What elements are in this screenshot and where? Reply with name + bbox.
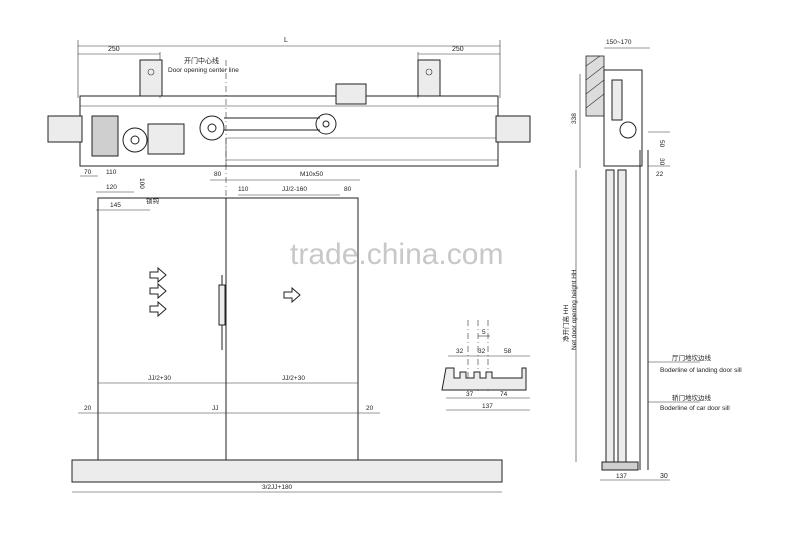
side-dim-top: 150~170 (606, 39, 632, 46)
dim-jj-half-minus: JJ/2-160 (282, 186, 307, 193)
side-height-en: Net door opening height HH (571, 269, 578, 350)
dim-bottom: 3/2JJ+180 (262, 484, 293, 491)
door-sill (71, 459, 503, 483)
arrow-right-1 (149, 266, 167, 284)
detail-dim-32b: 32 (478, 348, 486, 355)
side-pulley (619, 121, 637, 139)
dim-120: 120 (106, 184, 117, 191)
detail-dim-32a: 32 (456, 348, 464, 355)
dim-110-left: 110 (106, 169, 117, 176)
dim-110-mid: 110 (238, 186, 249, 193)
side-dim-50: 50 (658, 140, 665, 148)
arrow-right-4 (283, 286, 301, 304)
side-door-panel-2 (617, 169, 627, 465)
dim-100: 100 (138, 178, 145, 189)
side-dim-22: 22 (656, 171, 664, 178)
dim-20-left: 20 (84, 405, 92, 412)
top-bracket-right (417, 59, 441, 97)
drive-plate (147, 123, 185, 155)
dim-70: 70 (84, 169, 92, 176)
side-bracket (611, 79, 623, 121)
lock-mechanism (91, 115, 119, 157)
end-bracket-left (47, 115, 83, 143)
dim-20-right: 20 (366, 405, 374, 412)
door-panel-left (97, 197, 227, 461)
pulley-center (199, 115, 225, 141)
landing-sill-en: Boderline of landing door sill (660, 367, 742, 374)
side-sill (601, 461, 639, 471)
sill-detail: 5 32 32 58 37 74 137 (441, 320, 530, 411)
end-bracket-right (495, 115, 531, 143)
car-sill-en: Boderline of car door sill (660, 405, 730, 412)
part-label: 锁钩 (146, 196, 160, 205)
side-door-panel-1 (605, 169, 615, 465)
side-view: 150~170 338 50 30 22 净开门高 HH Net door op… (561, 39, 742, 481)
dim-80a: 80 (214, 171, 222, 178)
dim-jj: JJ (212, 405, 219, 412)
detail-dim-58: 58 (504, 348, 512, 355)
dim-jj-half-right: JJ/2+30 (282, 375, 305, 382)
door-rod (218, 284, 226, 326)
sill-profile (441, 367, 527, 391)
arrow-right-2 (149, 282, 167, 300)
dim-L: L (284, 37, 288, 44)
top-bracket-left (139, 59, 163, 97)
side-dim-30a: 30 (658, 158, 665, 166)
pulley-left (122, 127, 148, 153)
pulley-right (315, 113, 337, 135)
dim-145: 145 (110, 202, 121, 209)
motor-bracket (335, 83, 367, 105)
detail-dim-37: 37 (466, 391, 474, 398)
dim-250-left: 250 (108, 46, 120, 53)
wall-hatch (585, 55, 605, 117)
watermark: trade.china.com (290, 238, 503, 271)
car-sill-cn: 轿门地坎边线 (672, 393, 712, 402)
front-view: L 250 250 开门中心线 Door opening center line (47, 37, 531, 493)
dim-jj-half-left: JJ/2+30 (148, 375, 171, 382)
side-header (603, 69, 643, 167)
side-dim-338: 338 (571, 113, 578, 124)
dim-250-right: 250 (452, 46, 464, 53)
arrow-right-3 (149, 300, 167, 318)
dim-m10: M10x50 (300, 171, 324, 178)
side-bottom-30: 30 (660, 473, 668, 480)
side-bottom-137: 137 (616, 473, 627, 480)
detail-dim-5: 5 (482, 329, 486, 336)
landing-sill-cn: 厅门地坎边线 (672, 353, 712, 362)
center-line-cn: 开门中心线 (184, 56, 219, 65)
dim-80b: 80 (344, 186, 352, 193)
detail-dim-74: 74 (500, 391, 508, 398)
side-height-cn: 净开门高 HH (561, 305, 570, 343)
center-line-en: Door opening center line (168, 67, 239, 74)
detail-dim-137: 137 (482, 403, 493, 410)
